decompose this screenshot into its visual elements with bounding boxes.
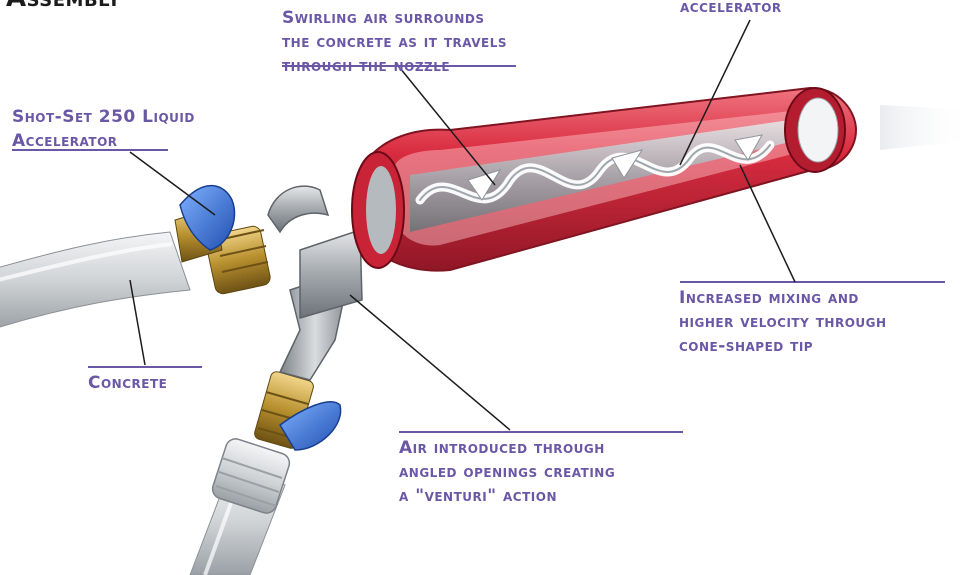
air-callout: Air introduced through angled openings c… [399, 436, 615, 508]
swirl-callout: Swirling air surrounds the concrete as i… [282, 6, 507, 78]
red-nozzle [352, 88, 975, 271]
swirl-callout-line-3: through the nozzle [282, 54, 507, 78]
concrete-hose [0, 232, 190, 330]
mixing-callout-line-2: higher velocity through [679, 310, 887, 334]
swirl-callout-line-2: the concrete as it travels [282, 30, 507, 54]
shotset-callout-line-1: Shot-Set 250 Liquid [12, 105, 195, 129]
air-valve [253, 370, 340, 450]
mixing-callout-line-3: cone-shaped tip [679, 334, 887, 358]
accelerator-top-label: accelerator [680, 0, 782, 19]
shotset-callout: Shot-Set 250 Liquid Accelerator [12, 105, 195, 153]
air-callout-line-3: a "venturi" action [399, 484, 615, 508]
swirl-callout-line-1: Swirling air surrounds [282, 6, 507, 30]
concrete-callout: Concrete [88, 371, 167, 395]
page-title: Assembly [6, 0, 121, 10]
accelerator-top-callout: accelerator [680, 0, 782, 19]
shotset-callout-line-2: Accelerator [12, 129, 195, 153]
mixing-callout-line-1: Increased mixing and [679, 286, 887, 310]
air-callout-line-1: Air introduced through [399, 436, 615, 460]
air-callout-line-2: angled openings creating [399, 460, 615, 484]
air-hose [190, 436, 292, 575]
concrete-label: Concrete [88, 371, 167, 395]
mixing-callout: Increased mixing and higher velocity thr… [679, 286, 887, 358]
air-inlet-body [280, 230, 362, 380]
